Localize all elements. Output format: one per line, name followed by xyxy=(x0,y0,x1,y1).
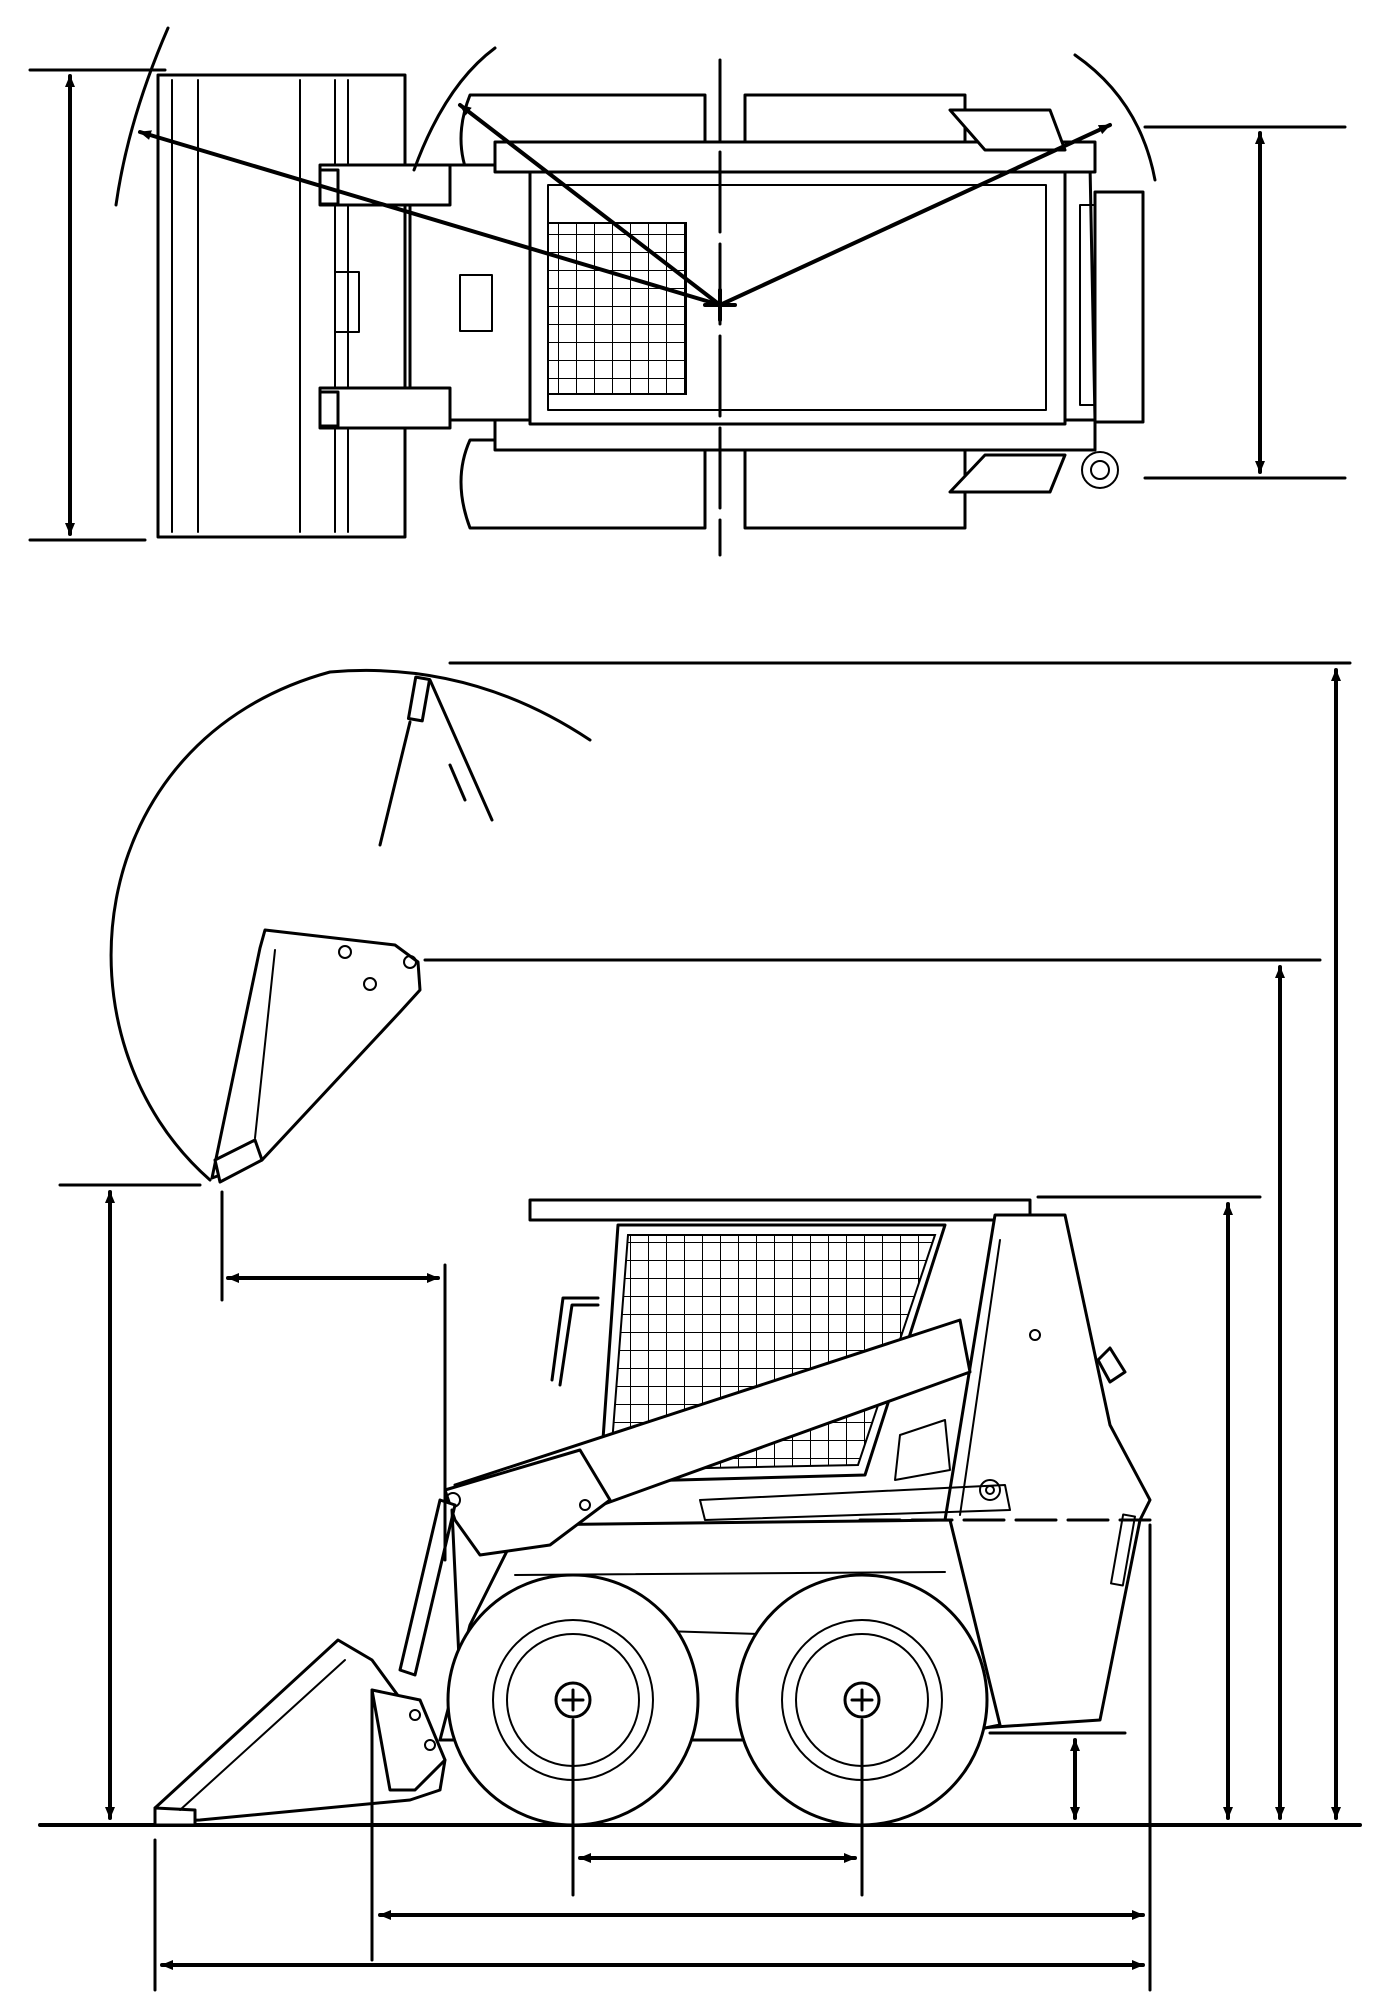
front-swing-arc xyxy=(412,46,497,172)
bucket-top-view xyxy=(156,73,407,539)
wheel-hub-icon xyxy=(843,1681,881,1719)
lift-arm xyxy=(443,1318,972,1557)
wheel-hub-icon xyxy=(554,1681,592,1719)
cab-roof xyxy=(528,1198,1032,1222)
grille-grid-icon xyxy=(547,222,687,395)
rear-tower xyxy=(858,1213,1152,1732)
bucket-swing-arc xyxy=(114,26,170,207)
turning-radius-rear-line xyxy=(718,123,1112,307)
rear-swing-arc xyxy=(1073,53,1157,182)
loader-arms-top-view xyxy=(318,163,452,430)
turning-radius-front-line xyxy=(458,103,722,307)
crosshair-icon xyxy=(703,288,737,322)
lift-cylinder xyxy=(398,1498,462,1697)
side-view xyxy=(38,661,1362,1992)
grab-handle xyxy=(558,1303,600,1387)
top-view xyxy=(28,26,1347,557)
bucket-dump-arc xyxy=(109,668,592,1182)
turning-radius-bucket-line xyxy=(138,130,722,307)
grab-handle xyxy=(550,1296,600,1382)
raised-bucket xyxy=(210,928,422,1184)
frame-top-view xyxy=(408,108,1145,494)
raised-arm-sketch xyxy=(378,675,494,847)
